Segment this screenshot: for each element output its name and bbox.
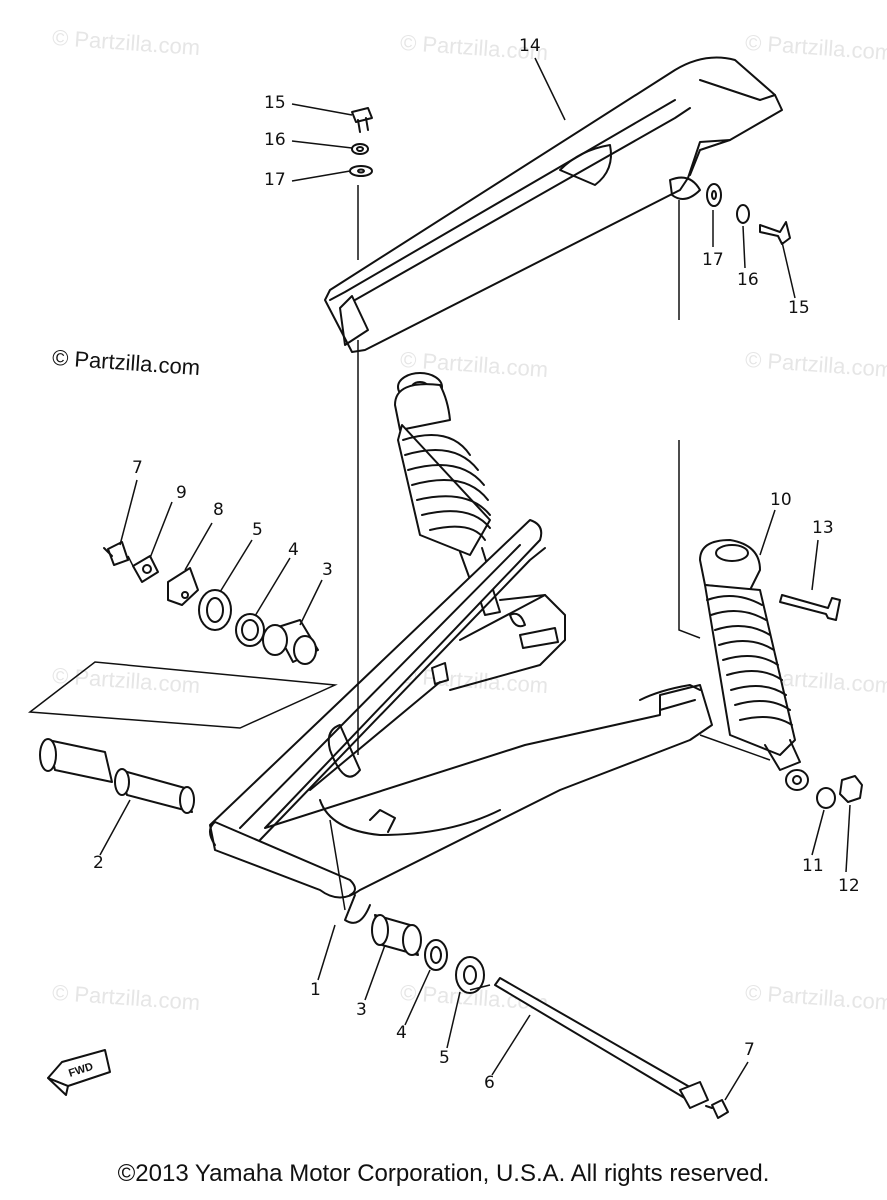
callout-4: 4 [288,540,299,560]
callout-10: 10 [770,490,792,510]
nut-12 [839,775,863,803]
callout-8: 8 [213,500,224,520]
callout-4: 4 [396,1023,407,1043]
callout-12: 12 [838,876,860,896]
callout-2: 2 [93,853,104,873]
callout-17: 17 [702,250,724,270]
callout-16: 16 [264,130,286,150]
pivot-collar-2 [39,738,195,814]
callout-16: 16 [737,270,759,290]
bushing-group-lower [371,914,485,994]
swing-arm-part [209,519,713,924]
washer-11 [816,787,836,809]
callout-7: 7 [132,458,143,478]
callout-15: 15 [264,93,286,113]
callout-13: 13 [812,518,834,538]
callout-5: 5 [439,1048,450,1068]
callout-1: 1 [310,980,321,1000]
callout-5: 5 [252,520,263,540]
bushing-group-left [103,541,319,665]
copyright-notice: ©2013 Yamaha Motor Corporation, U.S.A. A… [117,1160,770,1187]
bolt-set-top-right [706,183,791,245]
callout-15: 15 [788,298,810,318]
callout-7: 7 [744,1040,755,1060]
fwd-arrow-icon [47,1049,111,1096]
bolt-set-top-left [349,107,373,177]
shock-absorber-left [394,372,501,616]
callout-17: 17 [264,170,286,190]
callout-9: 9 [176,483,187,503]
callout-6: 6 [484,1073,495,1093]
callout-14: 14 [519,36,541,56]
callout-3: 3 [356,1000,367,1020]
pivot-shaft-6 [494,977,729,1119]
callout-3: 3 [322,560,333,580]
bolt-13 [779,594,841,621]
shock-absorber-right [699,539,809,791]
callout-11: 11 [802,856,824,876]
chain-case-part [324,56,783,353]
